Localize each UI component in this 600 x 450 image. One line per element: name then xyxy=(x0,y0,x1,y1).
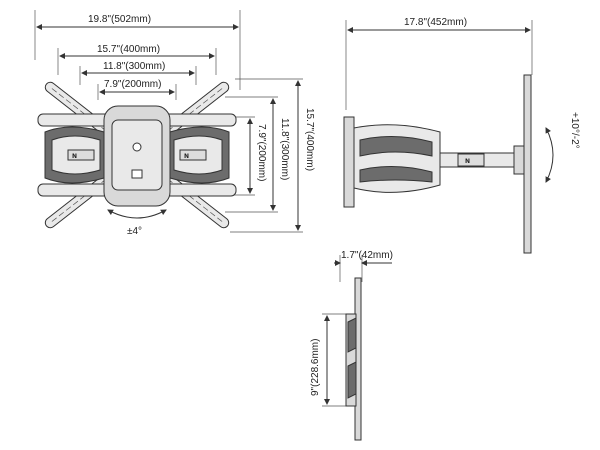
center-plate xyxy=(103,105,171,207)
tilt-range-label: +10°/-2° xyxy=(569,112,580,149)
dim-label-width-200: 7.9"(200mm) xyxy=(104,79,161,90)
svg-text:N: N xyxy=(72,153,77,160)
dim-label-width-400: 15.7"(400mm) xyxy=(97,44,160,55)
tilt-range-indicator: +10°/-2° xyxy=(545,112,580,183)
dim-label-extension: 17.8"(452mm) xyxy=(404,17,467,28)
dim-label-total-width: 19.8"(502mm) xyxy=(88,14,151,25)
dim-width-400: 15.7"(400mm) xyxy=(57,44,217,75)
tilt-indicator: ±4° xyxy=(107,209,167,237)
dim-depth: 1.7"(42mm) xyxy=(334,250,393,282)
side-view: 17.8"(452mm) N +10°/-2° xyxy=(343,17,580,254)
arm-assembly-side: N xyxy=(353,124,527,193)
dim-label-width-300: 11.8"(300mm) xyxy=(103,61,165,72)
dim-label-height-300: 11.8"(300mm) xyxy=(279,118,290,180)
dim-width-300: 11.8"(300mm) xyxy=(79,61,197,85)
dim-label-height-400: 15.7"(400mm) xyxy=(304,108,315,171)
left-arm-body: N xyxy=(44,126,105,184)
dim-width-200: 7.9"(200mm) xyxy=(97,79,177,100)
dim-label-plate-height: 9"(228.6mm) xyxy=(310,339,321,396)
wall-plate-side xyxy=(343,116,355,208)
svg-text:N: N xyxy=(184,153,189,160)
dim-plate-height: 9"(228.6mm) xyxy=(310,313,348,407)
dim-height-400: 15.7"(400mm) xyxy=(230,78,315,233)
lower-arm-profile xyxy=(347,361,357,399)
dim-label-depth: 1.7"(42mm) xyxy=(341,250,393,261)
right-arm-body: N xyxy=(169,126,230,184)
wall-plate-profile xyxy=(345,313,357,407)
tv-plate-side xyxy=(523,74,532,254)
upper-arm-profile xyxy=(347,317,357,353)
profile-view: 1.7"(42mm) 9"(228.6mm) xyxy=(310,250,393,441)
svg-text:N: N xyxy=(465,158,470,165)
dim-extension: 17.8"(452mm) xyxy=(345,17,533,110)
dim-height-300: 11.8"(300mm) xyxy=(225,96,290,213)
dim-label-height-200: 7.9"(200mm) xyxy=(256,124,267,181)
front-view: 19.8"(502mm) 15.7"(400mm) 11.8"(300mm) 7… xyxy=(34,10,315,237)
dim-total-width: 19.8"(502mm) xyxy=(34,10,241,90)
tilt-label: ±4° xyxy=(127,226,142,237)
